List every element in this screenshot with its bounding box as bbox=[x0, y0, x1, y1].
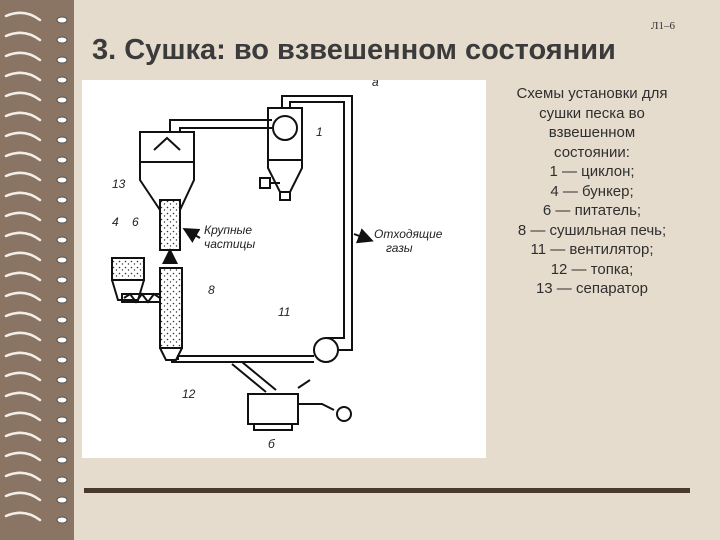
diagram-caption: Схемы установки для сушки песка во взвеш… bbox=[496, 84, 688, 299]
cyclone-1 bbox=[267, 107, 303, 161]
diagram-panel: а 1 13 4 6 Крупные частицы Отходящие газ… bbox=[82, 75, 486, 458]
label-1: 1 bbox=[316, 125, 323, 139]
cyclone-swirl bbox=[272, 115, 298, 141]
duct-separator-cyclone bbox=[169, 119, 272, 132]
firebox-12 bbox=[247, 393, 299, 425]
binding-strip bbox=[0, 0, 74, 540]
duct-fan-furnace bbox=[171, 360, 314, 363]
spiral-binding bbox=[4, 11, 68, 524]
label-exhaust-1: Отходящие bbox=[374, 227, 443, 241]
label-b: б bbox=[268, 437, 276, 451]
caption-line: 1 — циклон; bbox=[549, 163, 635, 180]
caption-line: 12 — топка; bbox=[550, 260, 634, 278]
caption-line: 6 — питатель; bbox=[542, 202, 642, 219]
caption-line: 11 — вентилятор; bbox=[530, 241, 654, 258]
label-6: 6 bbox=[132, 215, 139, 229]
caption-line: 8 — сушильная печь; bbox=[517, 221, 667, 239]
caption-line: взвешенном bbox=[548, 124, 636, 141]
label-exhaust-2: газы bbox=[386, 241, 413, 255]
bottom-divider bbox=[84, 488, 690, 493]
drying-furnace-8 bbox=[159, 267, 183, 349]
label-a: а bbox=[372, 80, 379, 89]
coarse-particles-arrow bbox=[182, 228, 201, 243]
slide-title: 3. Сушка: во взвешенном состоянии bbox=[92, 34, 616, 66]
caption-line: 4 — бункер; bbox=[550, 182, 634, 200]
fan-11 bbox=[313, 337, 339, 363]
label-11: 11 bbox=[278, 305, 290, 319]
duct-furnace-fan bbox=[231, 363, 267, 393]
label-8: 8 bbox=[208, 283, 215, 297]
label-13: 13 bbox=[112, 177, 126, 191]
caption-line: сушки песка во bbox=[539, 104, 645, 122]
exhaust-arrow bbox=[353, 228, 374, 244]
exhaust-duct bbox=[281, 95, 353, 332]
drying-installation-diagram: а 1 13 4 6 Крупные частицы Отходящие газ… bbox=[111, 75, 443, 451]
caption-line: Схемы установки для bbox=[516, 85, 668, 102]
slide-number: Л1–6 bbox=[651, 20, 675, 32]
separator-13 bbox=[139, 131, 195, 163]
label-coarse-2: частицы bbox=[204, 237, 255, 251]
caption-line: 13 — сепаратор bbox=[535, 280, 649, 297]
label-coarse-1: Крупные bbox=[204, 223, 252, 237]
label-12: 12 bbox=[182, 387, 196, 401]
bunker-4 bbox=[111, 257, 145, 281]
label-4: 4 bbox=[112, 215, 119, 229]
caption-line: состоянии: bbox=[554, 143, 630, 161]
